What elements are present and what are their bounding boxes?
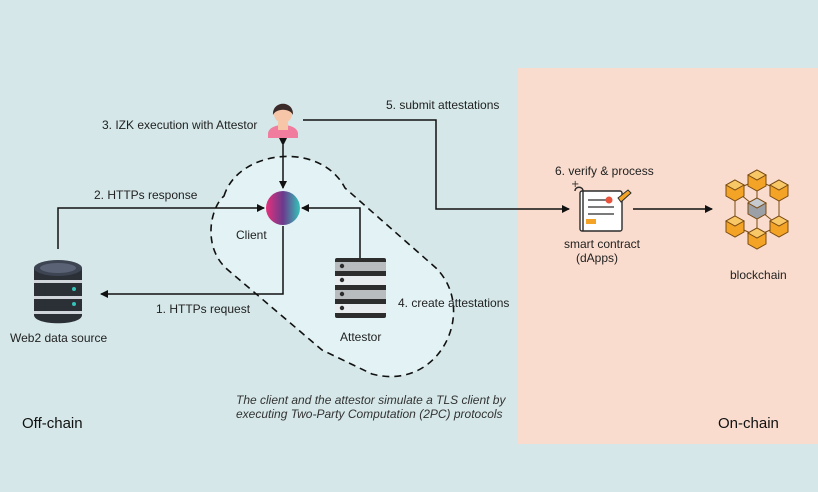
block-cube [724, 215, 746, 238]
attestor-label: Attestor [340, 330, 382, 344]
block-cube [768, 179, 790, 202]
step-6-label: 6. verify & process [555, 164, 654, 178]
block-cube [768, 215, 790, 238]
client-label: Client [236, 228, 267, 242]
block-cube [746, 197, 768, 220]
offchain-label: Off-chain [22, 415, 83, 432]
arrow-https-request [100, 226, 284, 298]
blockchain-label: blockchain [730, 268, 787, 282]
blockchain-icon [724, 169, 790, 250]
step-2-label: 2. HTTPs response [94, 188, 198, 202]
block-cube [724, 179, 746, 202]
onchain-label: On-chain [718, 415, 779, 432]
arrow-attestor-client [301, 204, 361, 258]
step-5-label: 5. submit attestations [386, 98, 500, 112]
step-3-label: 3. IZK execution with Attestor [102, 118, 258, 132]
onchain-panel [518, 68, 818, 444]
client-icon [266, 191, 300, 225]
smart-contract-sublabel: (dApps) [576, 251, 619, 265]
protocol-caption: The client and the attestor simulate a T… [236, 393, 506, 421]
client-attestor-boundary [210, 155, 455, 378]
web2-label: Web2 data source [10, 331, 108, 345]
arrow-https-response [57, 204, 265, 249]
svg-text:+: + [571, 179, 579, 190]
step-1-label: 1. HTTPs request [156, 302, 251, 316]
attestor-server-icon [335, 258, 386, 318]
smart-contract-icon: + [571, 179, 632, 232]
step-4-label: 4. create attestations [398, 296, 510, 310]
database-icon [34, 260, 82, 324]
block-cube [746, 227, 768, 250]
smart-contract-label: smart contract [564, 237, 641, 251]
block-cube [746, 169, 768, 192]
arrow-submit-attestations [303, 119, 570, 213]
user-icon [268, 103, 298, 138]
